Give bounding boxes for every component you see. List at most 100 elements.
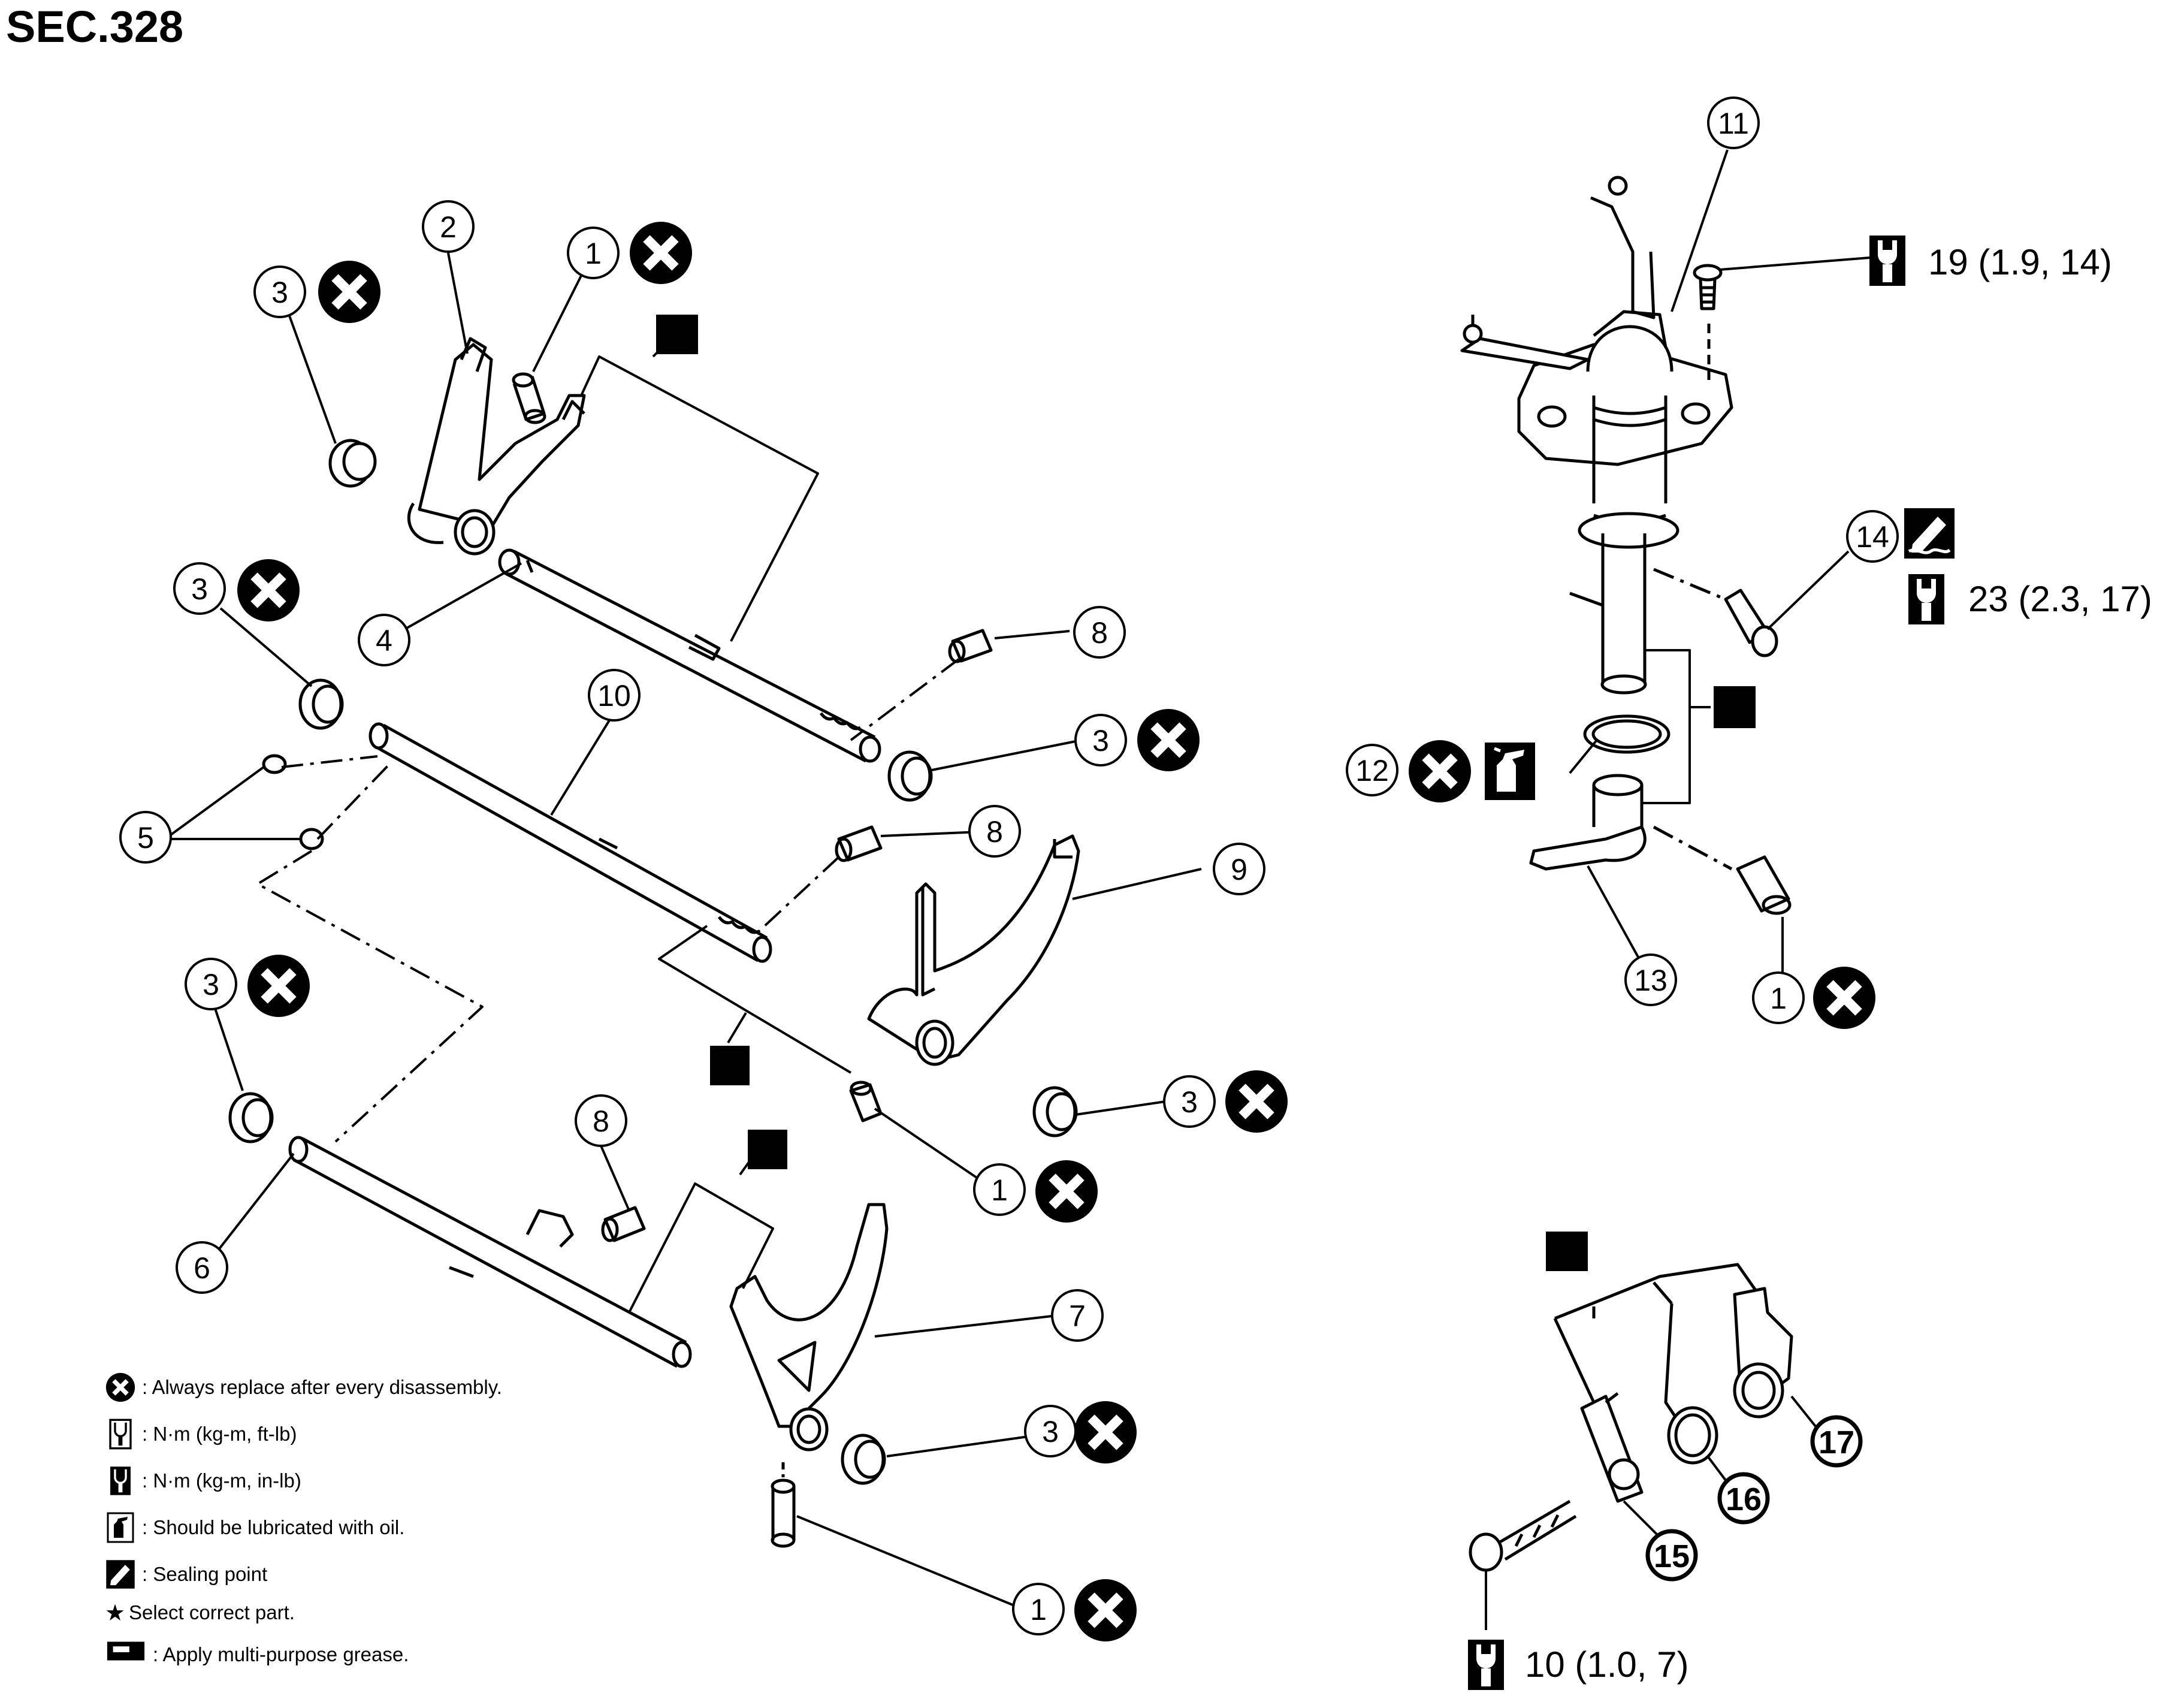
- legend-replace-text: : Always replace after every disassembly…: [142, 1376, 502, 1398]
- callout-9: 9: [1213, 843, 1265, 895]
- lever-13: [1529, 774, 1733, 871]
- callout-7: 7: [1051, 1289, 1104, 1342]
- bushing-3-c: [298, 678, 344, 730]
- callout-16: 16: [1717, 1472, 1770, 1525]
- roll-pin-1-upper: [512, 372, 546, 424]
- striking-lever-assembly: [1460, 149, 1870, 995]
- torque-wrench-inlb-icon: [105, 1465, 136, 1496]
- legend-select: ★ Select correct part.: [105, 1595, 295, 1631]
- shift-fork-9: [867, 834, 1080, 1066]
- shift-assembly: [170, 252, 1202, 1607]
- callout-11: 11: [1707, 96, 1760, 149]
- callout-3-a: 3: [253, 265, 306, 318]
- legend-oil-text: : Should be lubricated with oil.: [142, 1516, 405, 1538]
- torque-wrench-icon: [1869, 236, 1905, 286]
- legend-torque-inlb: : N·m (kg-m, in-lb): [105, 1463, 301, 1499]
- svg-text:11: 11: [1718, 107, 1749, 140]
- replace-icon: [1035, 1160, 1098, 1223]
- callout-3-c: 3: [1074, 714, 1127, 766]
- replace-icon: [247, 955, 310, 1017]
- torque-value-15: 10 (1.0, 7): [1525, 1644, 1689, 1685]
- callout-17: 17: [1810, 1415, 1863, 1468]
- callout-1-a: 1: [567, 227, 620, 279]
- svg-text:3: 3: [271, 276, 288, 309]
- replace-icon: [318, 261, 380, 323]
- callout-8-a: 8: [1073, 606, 1126, 659]
- torque-wrench-icon: [1468, 1640, 1504, 1690]
- legend-torque-ftlb: : N·m (kg-m, ft-lb): [105, 1416, 297, 1452]
- svg-text:3: 3: [203, 968, 219, 1001]
- fork-rod-10: [368, 722, 772, 963]
- legend-grease: : Apply multi-purpose grease.: [105, 1637, 409, 1673]
- callout-1-c: 1: [1012, 1583, 1065, 1635]
- svg-text:16: 16: [1726, 1481, 1762, 1517]
- torque-wrench-icon: [1908, 574, 1944, 624]
- replace-icon: [1409, 740, 1471, 802]
- svg-text:8: 8: [1091, 616, 1108, 650]
- legend-sealing: : Sealing point: [105, 1556, 267, 1592]
- svg-text:10: 10: [597, 679, 631, 713]
- svg-text:8: 8: [593, 1104, 609, 1138]
- callout-1-d: 1: [1752, 971, 1805, 1024]
- replace-icon: [1225, 1070, 1288, 1133]
- callout-4: 4: [358, 614, 410, 666]
- callout-3-b: 3: [173, 562, 226, 615]
- svg-text:6: 6: [194, 1251, 210, 1285]
- replace-icon: [1813, 967, 1875, 1029]
- callout-1-b: 1: [973, 1163, 1026, 1216]
- plug-14: [1653, 568, 1778, 657]
- svg-text:17: 17: [1819, 1425, 1854, 1460]
- bolt-11: [1693, 264, 1723, 384]
- callout-3-d: 3: [185, 958, 237, 1010]
- callout-2: 2: [422, 200, 475, 253]
- bushing-3-d: [1032, 1086, 1078, 1137]
- callouts: 2 1 3 3 4 8 3 10 5 8 9 3 3 1 8 6 7 3 1 1…: [119, 96, 1899, 1635]
- roll-pin-1-middle: [849, 1081, 883, 1122]
- svg-text:15: 15: [1654, 1538, 1690, 1574]
- callout-14: 14: [1846, 510, 1899, 563]
- legend-replace: : Always replace after every disassembly…: [105, 1369, 502, 1405]
- svg-text:4: 4: [376, 624, 392, 657]
- shift-fork-7: [729, 1203, 889, 1451]
- fork-rod-4: [498, 548, 881, 763]
- svg-text:14: 14: [1856, 520, 1889, 554]
- callout-10: 10: [588, 669, 641, 722]
- fork-rod-6: [288, 1136, 692, 1368]
- torque-wrench-icon: [105, 1419, 136, 1450]
- svg-text:3: 3: [1092, 724, 1109, 758]
- leader-lines: [170, 252, 1202, 1607]
- callout-5: 5: [119, 811, 172, 864]
- replace-icon: [630, 222, 692, 284]
- roll-pin-1-right: [1736, 855, 1792, 915]
- svg-text:12: 12: [1355, 754, 1389, 787]
- svg-text:1: 1: [1030, 1593, 1047, 1626]
- bushing-3-f: [841, 1434, 886, 1485]
- sealing-point-icon: [105, 1559, 136, 1590]
- grease-markers: [656, 315, 1756, 1271]
- svg-text:8: 8: [986, 815, 1003, 849]
- replace-icon: [1074, 1579, 1137, 1641]
- torque-value-11: 19 (1.9, 14): [1928, 242, 2112, 282]
- roll-pin-1-lower: [771, 1462, 796, 1548]
- bushing-3-b: [887, 750, 933, 802]
- callout-8-c: 8: [575, 1094, 627, 1147]
- callout-3-e: 3: [1163, 1075, 1216, 1128]
- callout-6: 6: [176, 1241, 228, 1294]
- svg-text:5: 5: [137, 821, 154, 855]
- interlock-pins-5: [262, 754, 324, 850]
- legend-select-text: Select correct part.: [129, 1601, 295, 1623]
- svg-text:13: 13: [1634, 964, 1668, 997]
- callout-8-b: 8: [968, 805, 1021, 858]
- callout-12: 12: [1346, 744, 1398, 796]
- bushing-3-e: [228, 1092, 274, 1143]
- replace-icon: [1137, 709, 1200, 771]
- svg-text:1: 1: [991, 1173, 1008, 1207]
- svg-text:1: 1: [585, 237, 602, 270]
- torque-specs: 19 (1.9, 14) 23 (2.3, 17) 10 (1.0, 7): [1468, 236, 2152, 1690]
- replace-icon: [237, 559, 300, 621]
- legend-torque-inlb-text: : N·m (kg-m, in-lb): [142, 1469, 301, 1492]
- replace-icon: [1074, 1401, 1137, 1463]
- callout-15: 15: [1645, 1529, 1698, 1582]
- svg-text:2: 2: [440, 210, 457, 244]
